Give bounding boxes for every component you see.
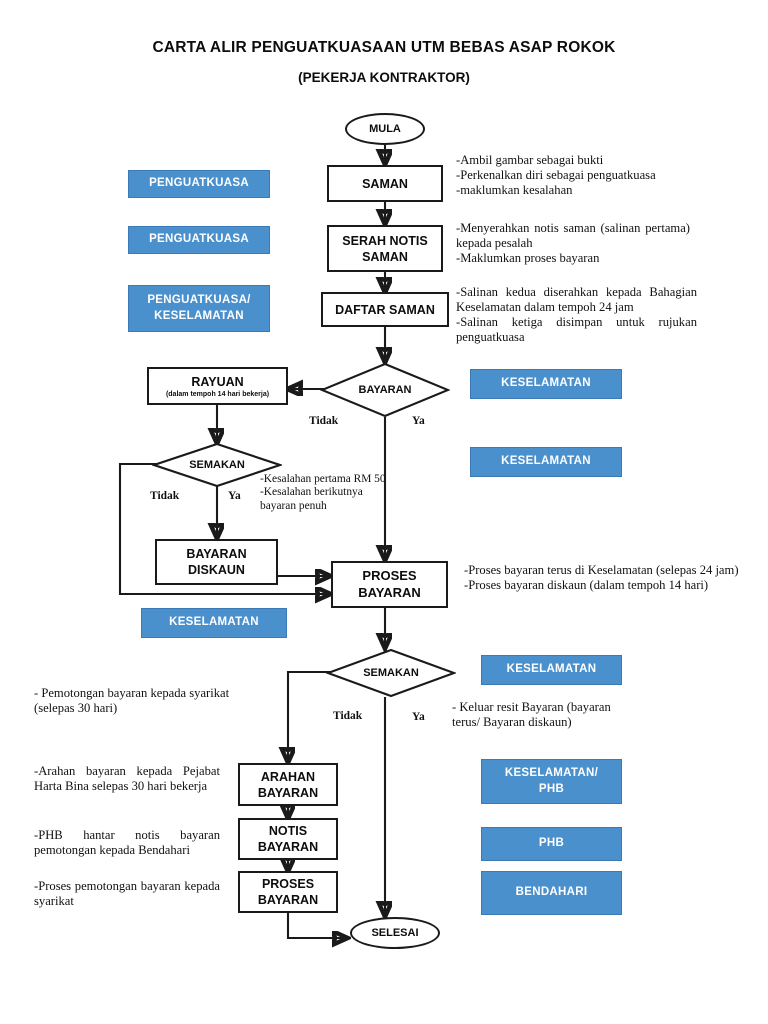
- note-semakan-1-text: -Kesalahan pertama RM 50-Kesalahan berik…: [260, 473, 386, 512]
- role-penguatkuasa-keselamatan: PENGUATKUASA/KESELAMATAN: [128, 285, 270, 332]
- note-pemotongan-text: - Pemotongan bayaran kepada syarikat (se…: [34, 686, 230, 716]
- node-start-label: MULA: [369, 123, 401, 135]
- role-penguatkuasa-1: PENGUATKUASA: [128, 170, 270, 198]
- note-arahan: -Arahan bayaran kepada Pejabat Harta Bin…: [34, 764, 220, 794]
- note-phb-notis-text: -PHB hantar notis bayaran pemotongan kep…: [34, 828, 220, 858]
- note-daftar-saman-text: -Salinan kedua diserahkan kepada Bahagia…: [456, 285, 697, 345]
- role-bendahari: BENDAHARI: [481, 871, 622, 915]
- note-proses-bayaran-text: -Proses bayaran terus di Keselamatan (se…: [464, 563, 739, 593]
- note-saman-text: -Ambil gambar sebagai bukti-Perkenalkan …: [456, 153, 656, 198]
- node-saman: SAMAN: [327, 165, 443, 202]
- note-proses-pemotongan: -Proses pemotongan bayaran kepada syarik…: [34, 879, 220, 909]
- note-pemotongan: - Pemotongan bayaran kepada syarikat (se…: [34, 686, 264, 716]
- branch-label-semakan1-tidak: Tidak: [150, 490, 180, 502]
- node-rayuan-label: RAYUAN: [191, 374, 244, 389]
- note-phb-notis: -PHB hantar notis bayaran pemotongan kep…: [34, 828, 220, 858]
- role-keselamatan-phb-label: KESELAMATAN/PHB: [504, 766, 599, 795]
- node-rayuan: RAYUAN (dalam tempoh 14 hari bekerja): [147, 367, 288, 405]
- role-penguatkuasa-keselamatan-label: PENGUATKUASA/KESELAMATAN: [147, 293, 251, 322]
- note-proses-pemotongan-text: -Proses pemotongan bayaran kepada syarik…: [34, 879, 220, 909]
- role-keselamatan-4-label: KESELAMATAN: [506, 663, 597, 676]
- node-daftar-saman-label: DAFTAR SAMAN: [335, 302, 435, 317]
- role-phb-label: PHB: [538, 837, 565, 850]
- note-arahan-text: -Arahan bayaran kepada Pejabat Harta Bin…: [34, 764, 220, 794]
- note-serah-notis: -Menyerahkan notis saman (salinan pertam…: [456, 221, 690, 266]
- role-keselamatan-phb: KESELAMATAN/PHB: [481, 759, 622, 804]
- role-keselamatan-1: KESELAMATAN: [470, 369, 622, 399]
- note-saman: -Ambil gambar sebagai bukti-Perkenalkan …: [456, 153, 716, 198]
- branch-label-bayaran-ya: Ya: [412, 415, 425, 427]
- role-penguatkuasa-1-label: PENGUATKUASA: [149, 177, 249, 190]
- branch-label-bayaran-tidak: Tidak: [309, 415, 339, 427]
- role-keselamatan-2: KESELAMATAN: [470, 447, 622, 477]
- note-keluar-resit-text: - Keluar resit Bayaran (bayaran terus/ B…: [452, 700, 611, 730]
- branch-label-semakan2-tidak: Tidak: [333, 710, 363, 722]
- role-penguatkuasa-2-label: PENGUATKUASA: [149, 233, 249, 246]
- role-phb: PHB: [481, 827, 622, 861]
- decision-semakan-2: SEMAKAN: [326, 648, 456, 698]
- decision-bayaran: BAYARAN: [320, 362, 450, 418]
- role-keselamatan-3: KESELAMATAN: [141, 608, 287, 638]
- page-title: CARTA ALIR PENGUATKUASAAN UTM BEBAS ASAP…: [152, 39, 616, 56]
- node-end: SELESAI: [350, 917, 440, 949]
- note-proses-bayaran: -Proses bayaran terus di Keselamatan (se…: [464, 563, 764, 593]
- note-semakan-1: -Kesalahan pertama RM 50-Kesalahan berik…: [260, 473, 440, 513]
- role-bendahari-label: BENDAHARI: [515, 886, 588, 899]
- role-keselamatan-3-label: KESELAMATAN: [169, 616, 259, 629]
- role-keselamatan-1-label: KESELAMATAN: [501, 377, 591, 390]
- node-end-label: SELESAI: [371, 927, 419, 939]
- role-keselamatan-4: KESELAMATAN: [481, 655, 622, 685]
- note-serah-notis-text: -Menyerahkan notis saman (salinan pertam…: [456, 221, 690, 266]
- branch-label-semakan2-ya: Ya: [412, 711, 425, 723]
- role-keselamatan-2-label: KESELAMATAN: [501, 455, 591, 468]
- branch-label-semakan1-ya: Ya: [228, 490, 241, 502]
- role-penguatkuasa-2: PENGUATKUASA: [128, 226, 270, 254]
- node-daftar-saman: DAFTAR SAMAN: [321, 292, 449, 327]
- note-keluar-resit: - Keluar resit Bayaran (bayaran terus/ B…: [452, 700, 652, 730]
- page-subtitle: (PEKERJA KONTRAKTOR): [298, 70, 470, 85]
- node-rayuan-sublabel: (dalam tempoh 14 hari bekerja): [165, 390, 270, 398]
- node-saman-label: SAMAN: [362, 176, 408, 191]
- note-daftar-saman: -Salinan kedua diserahkan kepada Bahagia…: [456, 285, 697, 345]
- node-start: MULA: [345, 113, 425, 145]
